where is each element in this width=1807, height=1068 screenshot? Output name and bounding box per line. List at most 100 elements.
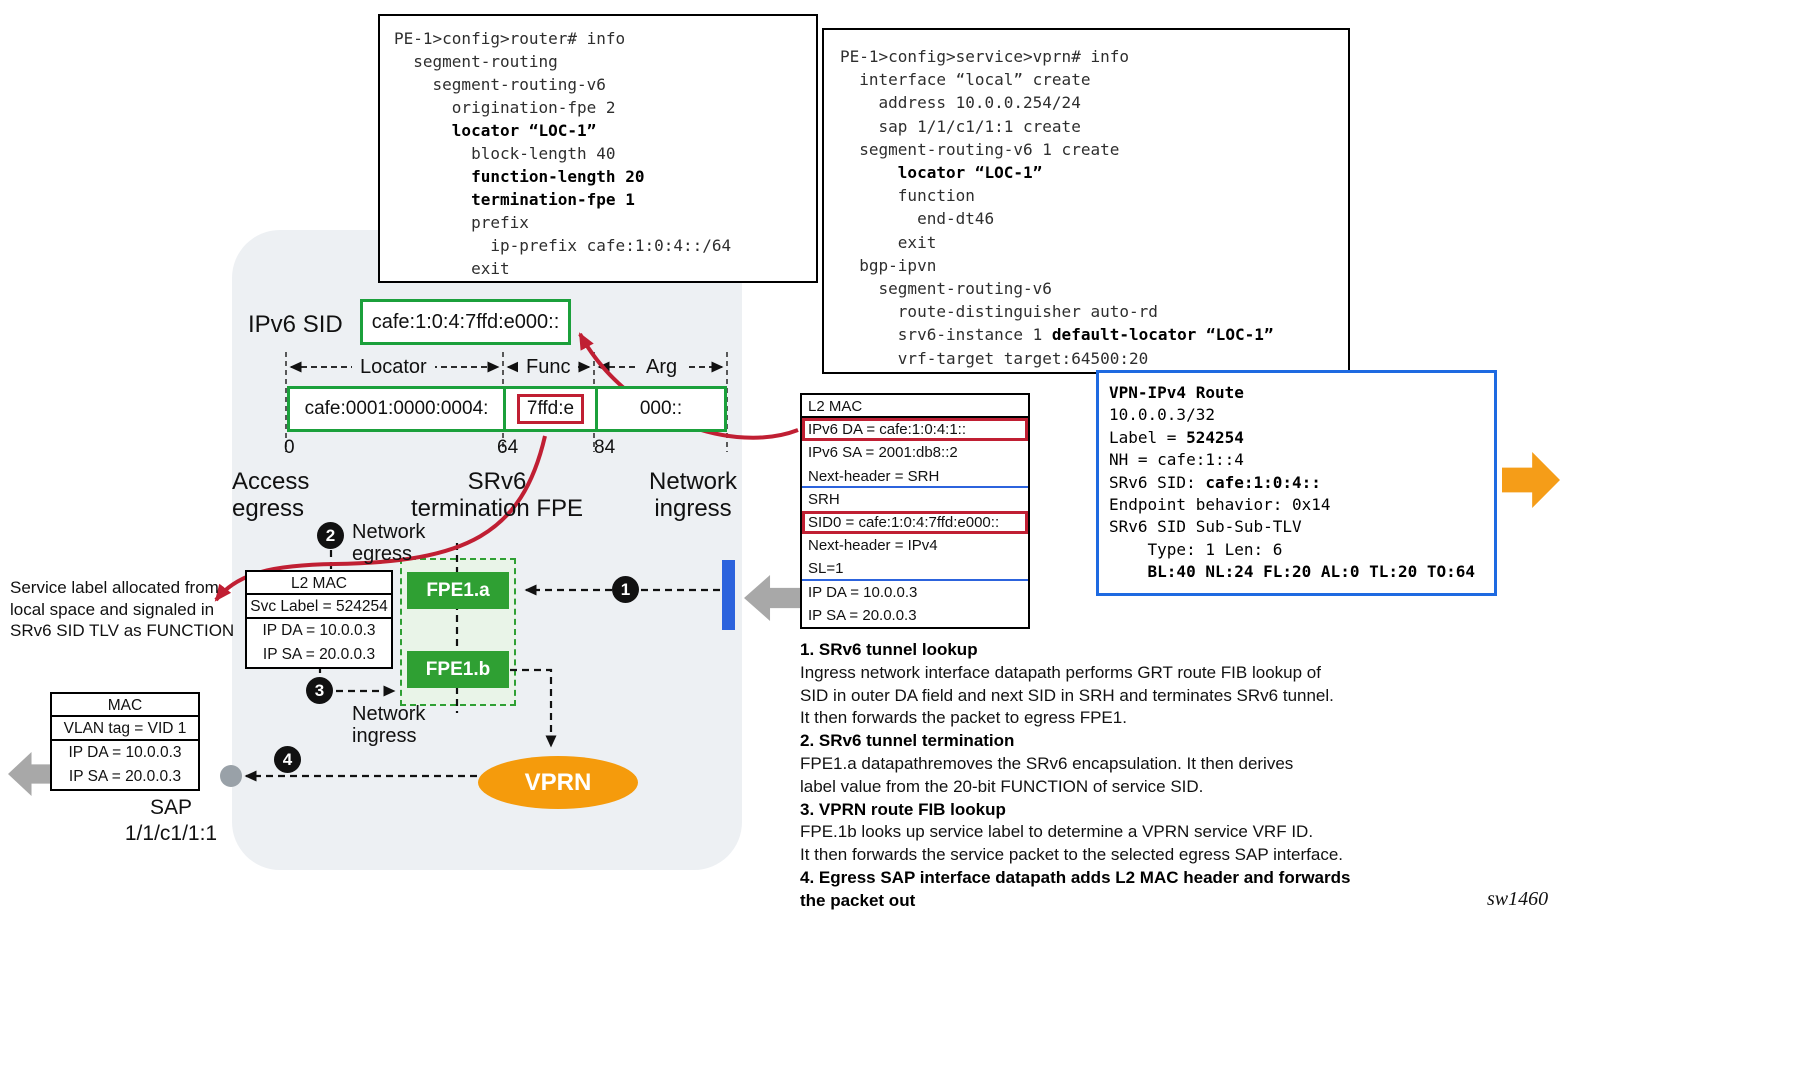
packet-field: SID0 = cafe:1:0:4:7ffd:e000:: xyxy=(802,511,1028,534)
step-badge-1: 1 xyxy=(612,576,639,603)
code-box-vprn-config: PE-1>config>service>vprn# info interface… xyxy=(822,28,1350,374)
code-line: termination-fpe 1 xyxy=(471,190,635,209)
svc-box-row: IP DA = 10.0.0.3 xyxy=(262,622,376,639)
route-line: 10.0.0.3/32 xyxy=(1109,405,1215,425)
code-line: vrf-target target:64500:20 xyxy=(840,348,1149,368)
ipv6-sid-value-box: cafe:1:0:4:7ffd:e000:: xyxy=(360,299,571,345)
step-line: label value from the 20-bit FUNCTION of … xyxy=(800,776,1204,796)
packet-field: IPv6 SA = 2001:db8::2 xyxy=(808,444,958,462)
network-ingress-label-top: Network ingress xyxy=(643,468,743,522)
step-line: 2. SRv6 tunnel termination xyxy=(800,731,1015,751)
network-egress-label: Network egress xyxy=(352,521,425,565)
code-line: prefix xyxy=(394,213,529,232)
step-line: 3. VPRN route FIB lookup xyxy=(800,799,1006,819)
service-label-packet-box: L2 MAC Svc Label = 524254 IP DA = 10.0.0.… xyxy=(245,570,393,669)
locator-field-label: Locator xyxy=(352,354,435,380)
step-line: 1. SRv6 tunnel lookup xyxy=(800,640,978,659)
code-line: block-length 40 xyxy=(394,144,616,163)
step-badge-3: 3 xyxy=(306,677,333,704)
packet-field: Next-header = SRH xyxy=(802,465,1028,488)
route-advertisement-arrow xyxy=(1502,452,1560,508)
code-line: origination-fpe 2 xyxy=(394,98,616,117)
sap-label-line1: SAP xyxy=(149,796,193,819)
code-line: function-length 20 xyxy=(471,167,645,186)
svc-box-header: L2 MAC xyxy=(247,572,391,595)
step-line: 4. Egress SAP interface datapath adds L2… xyxy=(800,867,1351,887)
srv6-fpe-line1: SRv6 xyxy=(467,468,527,495)
svc-box-row: IP SA = 20.0.0.3 xyxy=(262,646,376,663)
sid-structure-box: cafe:0001:0000:0004: 7ffd:e 000:: xyxy=(287,386,727,432)
code-line: sap 1/1/c1/1:1 create xyxy=(840,116,1081,136)
network-ingress-bottom-line1: Network xyxy=(352,703,426,725)
route-line: NH = cafe:1::4 xyxy=(1109,450,1244,470)
mac-box-header: MAC xyxy=(52,694,198,717)
step-line: It then forwards the service packet to t… xyxy=(800,845,1344,865)
packet-field: Next-header = IPv4 xyxy=(808,537,938,555)
network-ingress-bottom-line2: ingress xyxy=(352,725,417,747)
route-line: SRv6 SID Sub-Sub-TLV xyxy=(1109,517,1302,537)
func-field-value: 7ffd:e xyxy=(516,394,585,424)
packet-field: SRH xyxy=(808,490,840,508)
code-line: PE-1>config>service>vprn# info xyxy=(840,47,1129,66)
network-ingress-top-line2: ingress xyxy=(654,495,732,522)
arg-field-label: Arg xyxy=(638,354,686,380)
network-port-bar xyxy=(722,560,735,630)
packet-field: IP DA = 10.0.0.3 xyxy=(808,583,918,601)
fpe1a-box: FPE1.a xyxy=(407,572,509,609)
route-line: Label = 524254 xyxy=(1109,427,1244,447)
packet-field: L2 MAC xyxy=(802,395,1028,419)
route-line: SRv6 SID: cafe:1:0:4:: xyxy=(1109,472,1321,492)
access-egress-line2: egress xyxy=(232,495,305,522)
svc-box-row: Svc Label = 524254 xyxy=(247,595,391,619)
network-egress-line2: egress xyxy=(352,543,413,565)
side-note-line: SRv6 SID TLV as FUNCTION xyxy=(10,621,235,640)
code-line: route-distinguisher auto-rd xyxy=(840,302,1158,322)
code-line: segment-routing-v6 xyxy=(394,75,606,94)
ingress-packet-arrow xyxy=(744,575,806,621)
ipv6-sid-value: cafe:1:0:4:7ffd:e000:: xyxy=(371,310,560,333)
code-line: function xyxy=(840,186,975,206)
srv6-termination-fpe-label: SRv6 termination FPE xyxy=(397,468,597,522)
arg-field-value: 000:: xyxy=(639,398,683,419)
step-badge-2: 2 xyxy=(317,522,344,549)
code-box-router-config: PE-1>config>router# info segment-routing… xyxy=(378,14,818,283)
sap-label-line2: 1/1/c1/1:1 xyxy=(124,822,218,845)
step-line: SID in outer DA field and next SID in SR… xyxy=(800,685,1334,705)
fpe1b-box: FPE1.b xyxy=(407,651,509,688)
access-egress-label: Access egress xyxy=(232,468,309,522)
route-line: VPN-IPv4 Route xyxy=(1109,383,1244,402)
bit-offset-0: 0 xyxy=(284,437,295,458)
figure-watermark: sw1460 xyxy=(1487,888,1549,910)
code-line: exit xyxy=(840,232,937,252)
sap-label: SAP 1/1/c1/1:1 xyxy=(112,795,230,847)
mac-box-row: IP SA = 20.0.0.3 xyxy=(68,768,182,785)
packet-field: SL=1 xyxy=(802,557,1028,581)
sap-connection-dot xyxy=(220,765,242,787)
bit-offset-84: 84 xyxy=(594,437,616,458)
code-line: PE-1>config>router# info xyxy=(394,29,626,48)
code-line: segment-routing-v6 1 create xyxy=(840,139,1120,159)
network-ingress-top-line1: Network xyxy=(648,468,738,495)
code-line: exit xyxy=(394,259,510,278)
route-line: Type: 1 Len: 6 xyxy=(1109,539,1283,559)
code-line: locator “LOC-1” xyxy=(897,163,1043,183)
step-line: FPE1.a datapathremoves the SRv6 encapsul… xyxy=(800,753,1294,773)
code-line: ip-prefix cafe:1:0:4::/64 xyxy=(394,236,732,255)
ipv6-sid-label: IPv6 SID xyxy=(248,311,343,338)
mac-box-row: IP DA = 10.0.0.3 xyxy=(68,744,182,761)
step-line: the packet out xyxy=(800,890,916,910)
network-ingress-label-bottom: Network ingress xyxy=(352,703,425,747)
srv6-fpe-line2: termination FPE xyxy=(410,495,584,522)
svc-box-rows: Svc Label = 524254 IP DA = 10.0.0.3 IP SA … xyxy=(247,595,391,667)
code-line: segment-routing xyxy=(394,52,558,71)
code-line: segment-routing-v6 xyxy=(840,279,1052,299)
step-line: Ingress network interface datapath perfo… xyxy=(800,662,1321,682)
func-field-label: Func xyxy=(518,354,579,380)
code-line: locator “LOC-1” xyxy=(451,121,597,140)
